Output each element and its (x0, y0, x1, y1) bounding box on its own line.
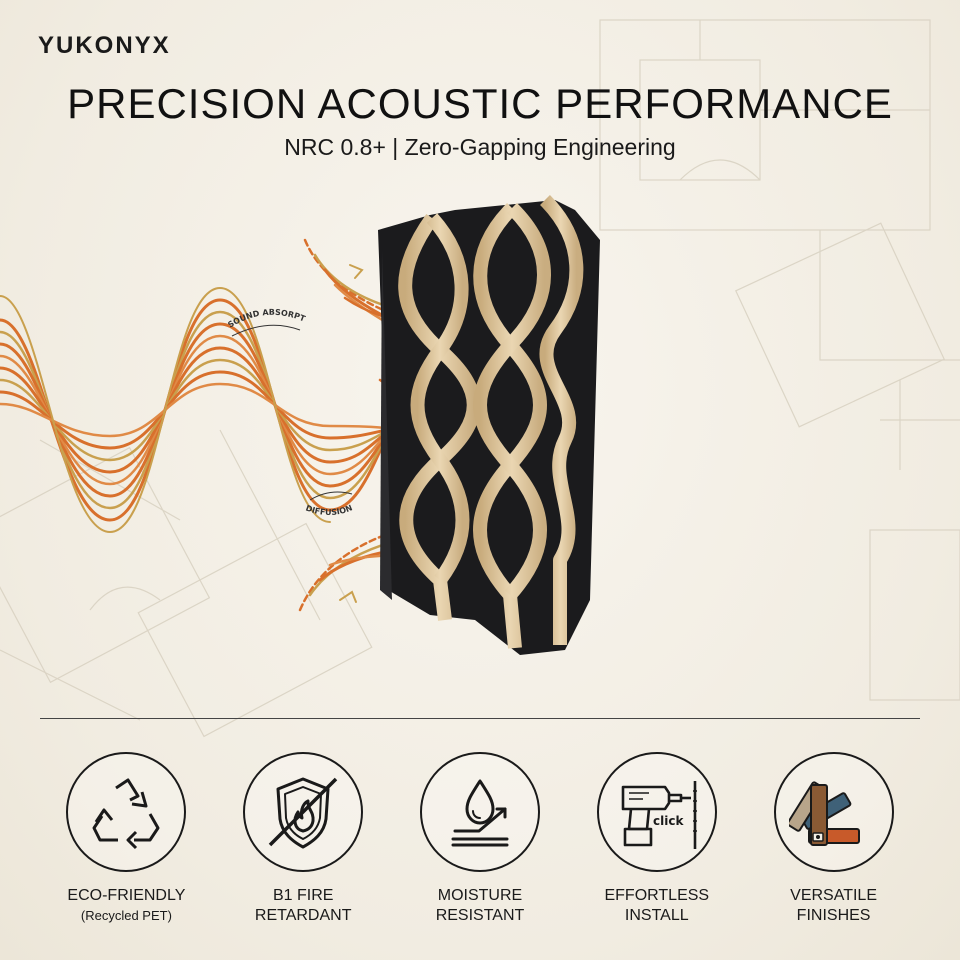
click-text: click (653, 814, 684, 828)
fire-shield-icon (243, 752, 364, 872)
recycle-icon (66, 752, 187, 872)
page-title: PRECISION ACOUSTIC PERFORMANCE (67, 80, 893, 127)
feature-moisture-resistant: MOISTURE RESISTANT (392, 752, 569, 942)
feature-list: ECO-FRIENDLY (Recycled PET) B1 FIRE RETA… (38, 752, 922, 942)
brand-logo: YUKONYX (38, 32, 171, 59)
water-drop-icon (419, 752, 540, 872)
feature-moisture-title: MOISTURE (437, 887, 523, 904)
diffusion-label: DIFFUSION (304, 503, 353, 517)
feature-fire-retardant-title: B1 FIRE (272, 887, 334, 904)
acoustic-panel-diagram: SOUND ABSORPTION DIFFUSION (0, 190, 600, 655)
feature-eco-friendly: ECO-FRIENDLY (Recycled PET) (38, 752, 215, 942)
absorption-label: SOUND ABSORPTION (0, 190, 307, 330)
acoustic-panel-image (378, 195, 600, 655)
feature-fire-retardant: B1 FIRE RETARDANT (215, 752, 392, 942)
feature-eco-friendly-title: ECO-FRIENDLY (67, 887, 186, 904)
feature-eco-friendly-note: (Recycled PET) (80, 908, 172, 923)
feature-moisture-line2: RESISTANT (435, 907, 525, 924)
swatch-fan-icon (773, 752, 894, 872)
section-divider (40, 718, 920, 719)
drill-icon: click (596, 752, 717, 872)
feature-install-line2: INSTALL (624, 907, 689, 924)
feature-install-title: EFFORTLESS (604, 887, 710, 904)
page-subtitle: NRC 0.8+ | Zero-Gapping Engineering (284, 134, 676, 160)
sound-wave-graphic (0, 286, 442, 534)
feature-fire-retardant-line2: RETARDANT (254, 907, 352, 924)
feature-finishes-line2: FINISHES (796, 907, 871, 924)
feature-finishes-title: VERSATILE (790, 887, 877, 904)
feature-versatile-finishes: VERSATILE FINISHES (745, 752, 922, 942)
feature-effortless-install: click EFFORTLESS INSTALL (568, 752, 745, 942)
